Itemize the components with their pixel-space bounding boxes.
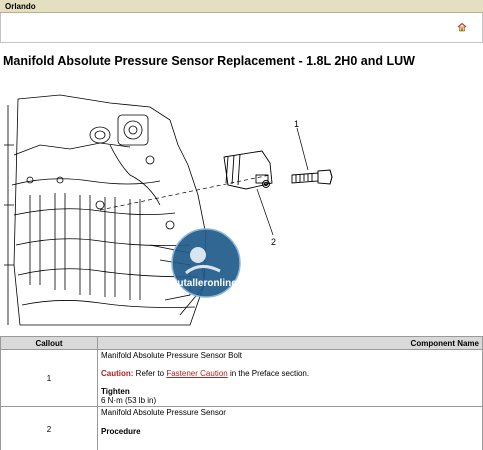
tighten-value: 6 N·m (53 lb in) bbox=[101, 396, 157, 405]
procedure-label: Procedure bbox=[101, 427, 141, 436]
sensor-illustration: 1 2 tutalleronline bbox=[4, 94, 333, 326]
caution-note: Caution: Refer to Fastener Caution in th… bbox=[101, 369, 479, 378]
component-name: Manifold Absolute Pressure Sensor bbox=[101, 408, 226, 417]
caution-text-post: in the Preface section. bbox=[227, 369, 310, 378]
table-row: 1 Manifold Absolute Pressure Sensor Bolt… bbox=[0, 349, 483, 407]
home-icon[interactable] bbox=[457, 22, 467, 32]
callout-2-label: 2 bbox=[271, 237, 276, 247]
vehicle-name: Orlando bbox=[5, 2, 36, 11]
callout-column-header: Callout bbox=[0, 336, 98, 350]
callout-1-label: 1 bbox=[294, 119, 299, 129]
tighten-label: Tighten bbox=[101, 387, 130, 396]
caution-label: Caution: bbox=[101, 369, 134, 378]
callout-table: Callout Component Name 1 Manifold Absolu… bbox=[0, 336, 483, 450]
fastener-caution-link[interactable]: Fastener Caution bbox=[166, 369, 228, 378]
component-cell: Manifold Absolute Pressure Sensor Bolt C… bbox=[97, 349, 483, 407]
component-cell: Manifold Absolute Pressure Sensor Proced… bbox=[97, 406, 483, 450]
table-row: 2 Manifold Absolute Pressure Sensor Proc… bbox=[0, 406, 483, 450]
caution-text-pre: Refer to bbox=[133, 369, 167, 378]
component-column-header: Component Name bbox=[97, 336, 483, 350]
vehicle-bar: Orlando bbox=[0, 0, 483, 13]
component-name: Manifold Absolute Pressure Sensor Bolt bbox=[101, 351, 242, 360]
callout-number: 2 bbox=[0, 406, 98, 450]
page-title: Manifold Absolute Pressure Sensor Replac… bbox=[3, 54, 415, 68]
header-panel bbox=[0, 13, 483, 43]
table-header-row: Callout Component Name bbox=[0, 336, 483, 350]
callout-number: 1 bbox=[0, 349, 98, 407]
watermark-text: tutalleronline bbox=[174, 278, 237, 289]
watermark-logo: tutalleronline bbox=[171, 228, 241, 298]
